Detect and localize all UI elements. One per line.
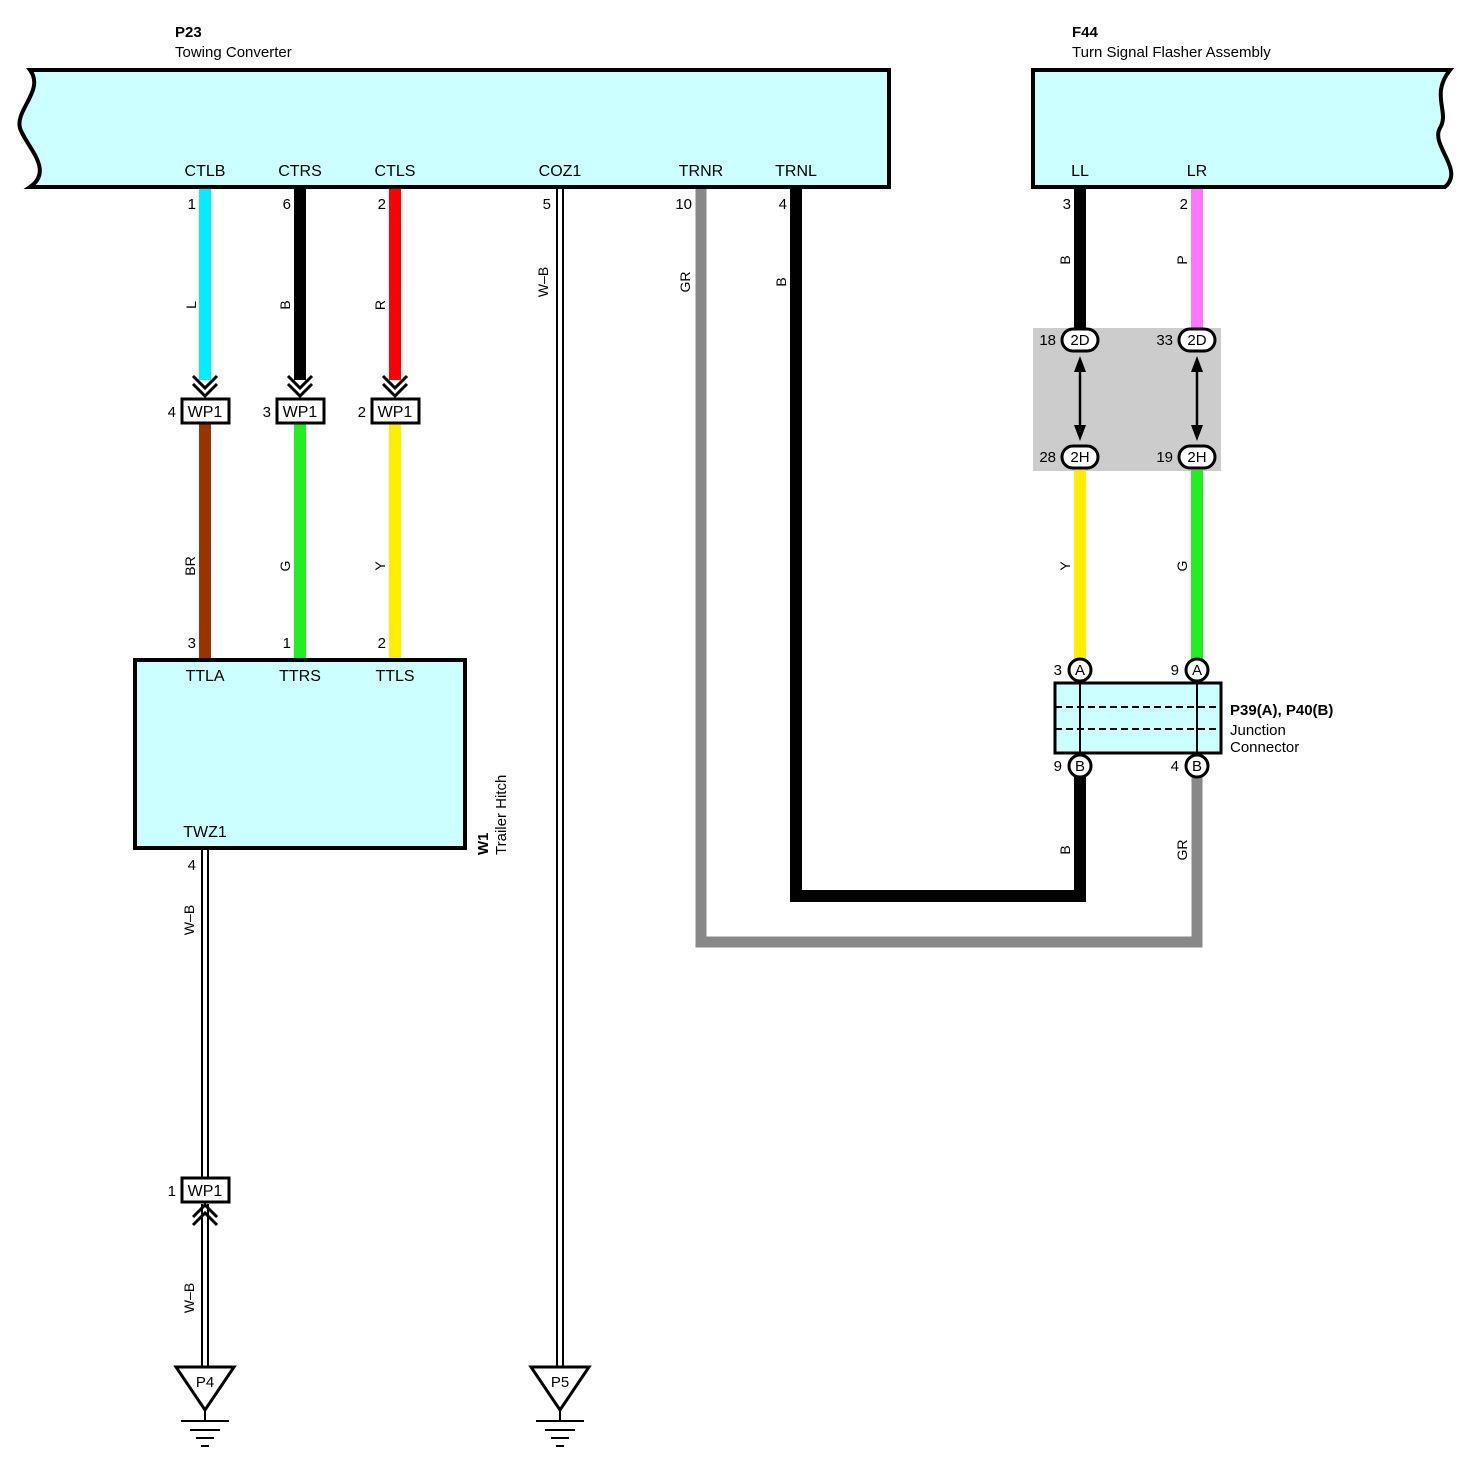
ground-icon	[181, 1420, 229, 1447]
junction-id: P39(A), P40(B)	[1230, 702, 1333, 719]
chevron-up-icon	[191, 1202, 219, 1227]
wp1-pin-b: 3	[263, 404, 271, 421]
wire-label-lr: P	[1174, 255, 1190, 264]
w1-terminal-twz1: TWZ1	[183, 824, 227, 841]
wp1-label-lower: WP1	[188, 1183, 223, 1200]
ground-p4-label: P4	[196, 1374, 214, 1391]
wire-label-ctrs: B	[277, 300, 293, 309]
w1-pin-ttla: 3	[188, 635, 196, 652]
splice-connectors: 2D 2D 2H 2H 18 33 28 19	[1039, 327, 1217, 470]
w1-pin-twz1: 4	[188, 857, 196, 874]
w1-pin-ttls: 2	[378, 635, 386, 652]
wire-label-ttls: Y	[372, 561, 388, 571]
junction-pin-bottom-left: 9	[1054, 758, 1062, 775]
p23-pin-ctlb: 1	[188, 196, 196, 213]
wp1-pin-lower: 1	[168, 1183, 176, 1200]
p23-id: P23	[175, 24, 202, 41]
junction-tag-top-left: A	[1075, 662, 1085, 679]
wire-label-trnl: B	[773, 277, 789, 286]
wire-trnr	[695, 187, 1203, 948]
wire-label-ttrs: G	[277, 561, 293, 572]
junction-pin-top-left: 3	[1054, 662, 1062, 679]
f44-name: Turn Signal Flasher Assembly	[1072, 44, 1271, 61]
j2h-pin-left: 28	[1039, 449, 1056, 466]
w1-terminal-ttrs: TTRS	[279, 668, 321, 685]
junction-tag-bottom-left: B	[1075, 758, 1085, 775]
j2d-label-right: 2D	[1187, 332, 1206, 349]
junction-pin-bottom-right: 4	[1171, 758, 1179, 775]
wire-label-ctls: R	[372, 300, 388, 310]
wire-label-ll-lower: Y	[1057, 561, 1073, 571]
p23-pin-coz1: 5	[543, 196, 551, 213]
chevron-down-icon	[191, 374, 409, 399]
f44-terminal-ll: LL	[1071, 163, 1089, 180]
component-p23: P23 Towing Converter CTLB CTRS CTLS COZ1…	[17, 24, 891, 213]
wire-label-twz1-lower: W–B	[181, 1283, 197, 1313]
w1-terminal-ttls: TTLS	[375, 668, 414, 685]
wire-trnl	[790, 187, 1086, 902]
junction-pin-top-right: 9	[1171, 662, 1179, 679]
p23-terminal-coz1: COZ1	[539, 163, 582, 180]
wire-label-jb-right: GR	[1174, 840, 1190, 861]
junction-name-line2: Connector	[1230, 739, 1299, 756]
p23-pin-trnr: 10	[675, 196, 692, 213]
wire-label-ll: B	[1057, 255, 1073, 264]
w1-pin-ttrs: 1	[283, 635, 291, 652]
j2h-label-left: 2H	[1070, 449, 1089, 466]
wire-label-ttla: BR	[182, 556, 198, 575]
p23-name: Towing Converter	[175, 44, 292, 61]
p23-pin-ctrs: 6	[283, 196, 291, 213]
wire-label-trnr: GR	[677, 272, 693, 293]
ground-icon	[536, 1420, 584, 1447]
wire-label-twz1-upper: W–B	[181, 905, 197, 935]
j2h-pin-right: 19	[1156, 449, 1173, 466]
p23-terminal-trnr: TRNR	[679, 163, 723, 180]
connector-wp1-lower: WP1 1	[168, 1176, 231, 1227]
wp1-label-2: WP1	[283, 404, 318, 421]
j2h-label-right: 2H	[1187, 449, 1206, 466]
wire-coz1	[556, 187, 564, 1380]
wire-label-jb-left: B	[1057, 845, 1073, 854]
ground-p4: P4	[173, 1365, 237, 1447]
p23-terminal-ctls: CTLS	[375, 163, 416, 180]
junction-tag-top-right: A	[1192, 662, 1202, 679]
wire-label-coz1: W–B	[535, 267, 551, 297]
component-junction: A A B B 3 9 9 4 P39(A), P40(B) Junction …	[1053, 657, 1333, 779]
wire-labels: L B R W–B GR B B P BR G Y Y G B GR W–B W…	[181, 255, 1190, 1313]
wp1-label-1: WP1	[188, 404, 223, 421]
wp1-label-3: WP1	[378, 404, 413, 421]
wp1-pin-c: 2	[358, 404, 366, 421]
f44-pin-ll: 3	[1063, 196, 1071, 213]
connector-wp1-row: WP1 WP1 WP1 4 3 2	[168, 374, 421, 425]
wire-label-lr-lower: G	[1174, 561, 1190, 572]
w1-id: W1	[475, 833, 492, 856]
w1-terminal-ttla: TTLA	[185, 668, 224, 685]
p23-terminal-ctrs: CTRS	[278, 163, 322, 180]
junction-name-line1: Junction	[1230, 722, 1286, 739]
wp1-pin-a: 4	[168, 404, 176, 421]
w1-name: Trailer Hitch	[493, 775, 510, 855]
j2d-pin-right: 33	[1156, 332, 1173, 349]
p23-terminal-ctlb: CTLB	[185, 163, 226, 180]
p23-pin-trnl: 4	[779, 196, 787, 213]
wire-label-ctlb: L	[183, 301, 199, 309]
p23-pin-ctls: 2	[378, 196, 386, 213]
j2d-label-left: 2D	[1070, 332, 1089, 349]
ground-p5: P5	[528, 1365, 592, 1447]
component-f44: F44 Turn Signal Flasher Assembly LL LR 3…	[1031, 24, 1455, 213]
junction-tag-bottom-right: B	[1192, 758, 1202, 775]
f44-terminal-lr: LR	[1187, 163, 1207, 180]
j2d-pin-left: 18	[1039, 332, 1056, 349]
f44-id: F44	[1072, 24, 1099, 41]
f44-pin-lr: 2	[1180, 196, 1188, 213]
ground-p5-label: P5	[551, 1374, 569, 1391]
p23-terminal-trnl: TRNL	[775, 163, 817, 180]
component-w1: TTLA TTRS TTLS TWZ1 3 1 2 4 W1 Trailer H…	[133, 635, 510, 874]
wire-twz1	[201, 850, 209, 1380]
